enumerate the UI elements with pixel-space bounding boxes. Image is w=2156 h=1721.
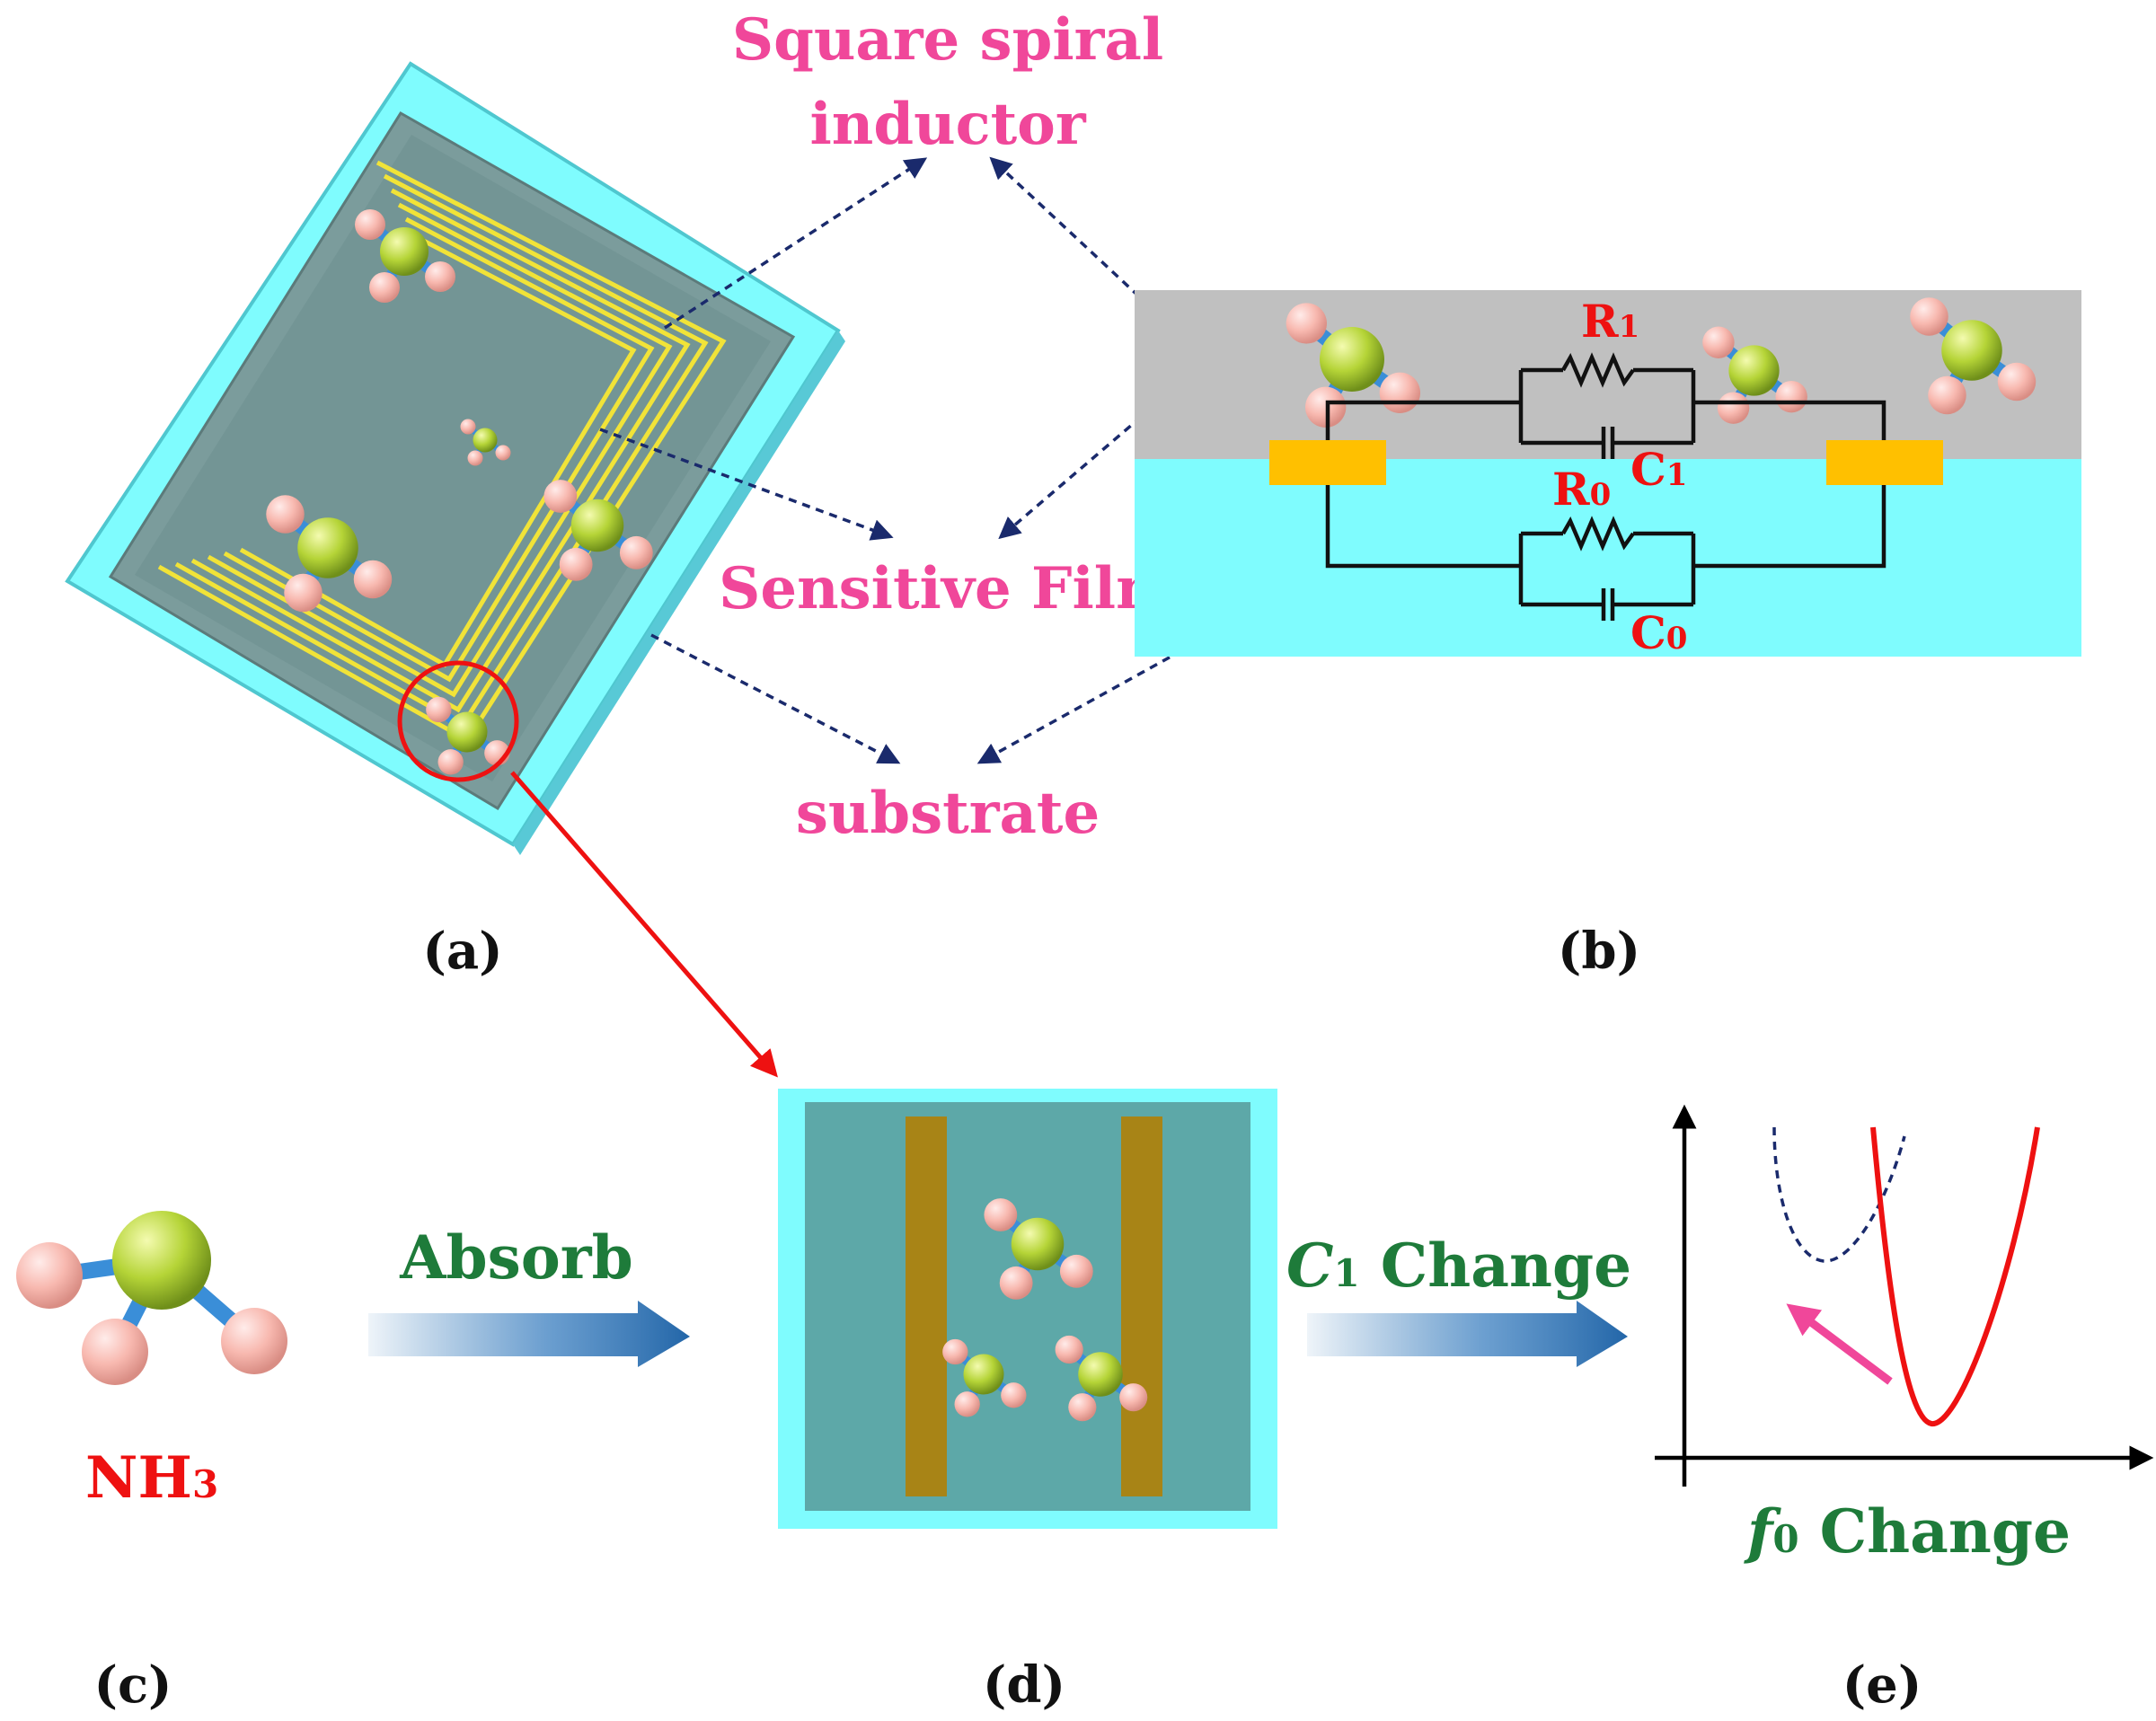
- zoom-film: [805, 1102, 1250, 1511]
- circuit-wires: [1325, 352, 1886, 621]
- label-absorb: Absorb: [399, 1222, 632, 1293]
- panel-a-device: [65, 61, 845, 1078]
- label-r1: R1: [1581, 295, 1639, 348]
- panel-e-plot: [1655, 1104, 2154, 1487]
- label-sensitive-film: Sensitive Film: [719, 555, 1177, 622]
- label-f0-change: f0 Change: [1744, 1496, 2071, 1567]
- label-c1-change: C1 Change: [1286, 1231, 1631, 1301]
- label-panel-b: (b): [1558, 922, 1640, 981]
- c1-change-arrow: [1307, 1301, 1628, 1367]
- panel-b-circuit: R1 C1 R0 C0: [1135, 290, 2081, 659]
- curve-after: [1870, 1126, 2040, 1426]
- panel-c-molecule: [16, 1211, 287, 1385]
- label-r0: R0: [1552, 463, 1611, 516]
- zoom-highlight-circle: [397, 660, 519, 782]
- label-panel-e: (e): [1842, 1655, 1922, 1715]
- label-panel-c: (c): [93, 1655, 172, 1715]
- absorb-arrow: [368, 1301, 690, 1367]
- electrode-right: [1826, 440, 1943, 485]
- label-c0: C0: [1630, 606, 1687, 659]
- shift-arrow: [1786, 1303, 1893, 1385]
- label-inductor-line2: inductor: [809, 91, 1086, 158]
- label-nh3: NH3: [85, 1444, 218, 1512]
- substrate-cross-section: [1135, 459, 2081, 657]
- label-substrate: substrate: [796, 780, 1100, 847]
- substrate-edge: [513, 331, 845, 855]
- panel-d-zoom: [778, 1089, 1277, 1529]
- curve-before: [1772, 1126, 1906, 1263]
- label-panel-a: (a): [422, 922, 502, 981]
- zoom-electrode-right: [1121, 1116, 1162, 1496]
- label-inductor-line1: Square spiral: [732, 6, 1163, 74]
- label-panel-d: (d): [983, 1655, 1065, 1715]
- zoom-red-arrow: [510, 771, 778, 1078]
- electrode-left: [1269, 440, 1386, 485]
- label-c1: C1: [1630, 443, 1687, 496]
- zoom-electrode-left: [906, 1116, 947, 1496]
